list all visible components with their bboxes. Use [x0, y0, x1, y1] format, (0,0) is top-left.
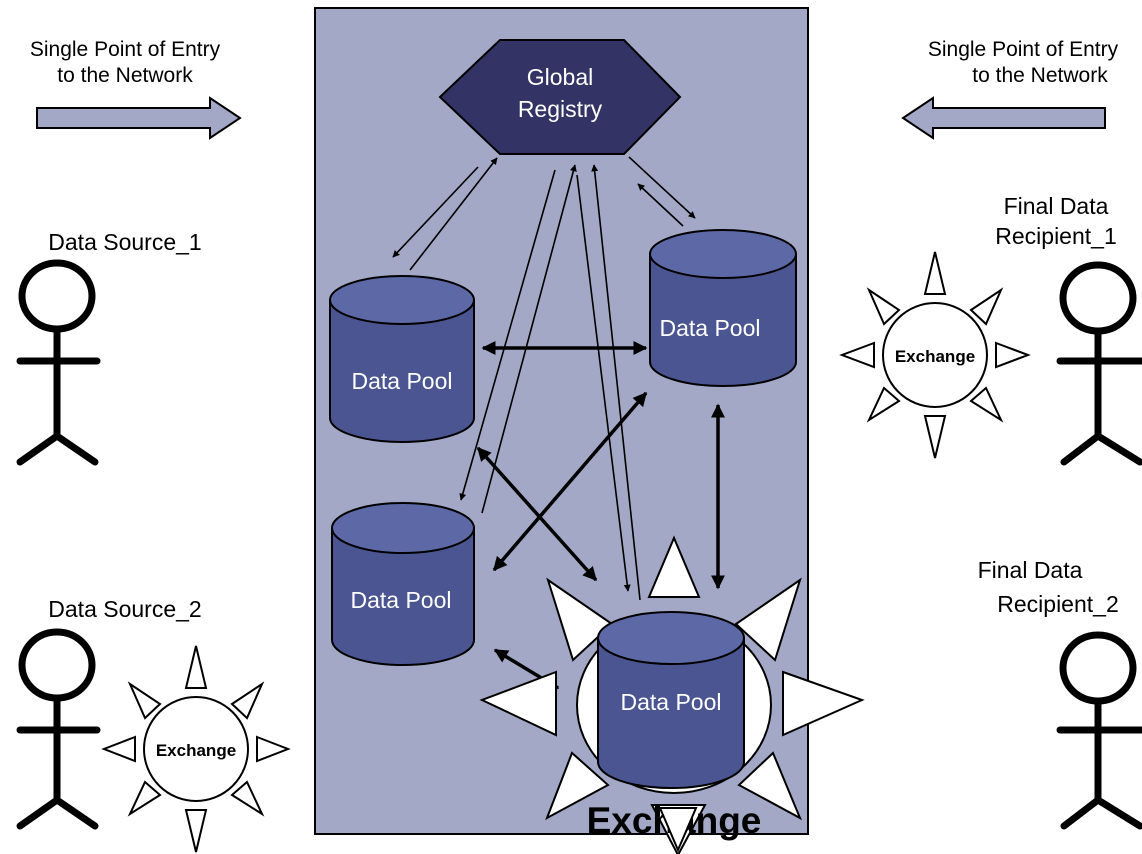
- sun-ray: [127, 681, 162, 720]
- data-source-1-label: Data Source_1: [48, 229, 201, 255]
- recipient-1-label-line2: Recipient_1: [995, 223, 1116, 249]
- exchange-sun-core: [882, 302, 988, 408]
- data-pool-2: Data Pool: [649, 229, 797, 387]
- sun-ray: [230, 780, 265, 817]
- data-source-2-figure: [16, 628, 101, 830]
- sun-ray: [969, 287, 1004, 326]
- data-pool-label: Data Pool: [351, 368, 452, 394]
- sun-ray: [546, 577, 614, 662]
- entry-arrow-right: [36, 96, 242, 140]
- data-pool-4: Data Pool: [597, 611, 745, 789]
- entry-arrow-left: [901, 96, 1106, 140]
- sun-ray: [866, 386, 901, 423]
- recipient-2-label-line2: Recipient_2: [997, 591, 1118, 617]
- recipient-1-label-line1: Final Data: [1004, 193, 1109, 219]
- data-pool-1: Data Pool: [329, 275, 475, 443]
- sun-ray: [969, 386, 1004, 423]
- data-pool-label: Data Pool: [620, 689, 721, 715]
- data-pool-3: Data Pool: [331, 502, 475, 666]
- left-entry-label-line1: Single Point of Entry: [30, 38, 221, 61]
- sun-ray: [230, 681, 265, 720]
- sun-ray: [995, 341, 1031, 369]
- data-pool-label: Data Pool: [350, 587, 451, 613]
- sun-ray: [545, 751, 610, 821]
- sun-ray: [184, 645, 208, 689]
- sun-ray: [734, 577, 802, 662]
- right-entry-label-line1: Single Point of Entry: [928, 38, 1119, 61]
- exchange-sun-left: [101, 645, 291, 853]
- recipient-2-figure: [1056, 631, 1142, 830]
- exchange-small-right-label: Exchange: [895, 347, 975, 366]
- exchange-sun-right: [839, 251, 1031, 459]
- exchange-sun-core: [143, 696, 249, 802]
- sun-ray: [923, 415, 947, 459]
- registry-label-line1: Global: [527, 64, 593, 90]
- data-source-1-figure: [16, 259, 101, 466]
- exchange-small-left-label: Exchange: [156, 741, 236, 760]
- recipient-2-label-line1: Final Data: [978, 557, 1083, 583]
- pool-links: [476, 341, 725, 690]
- sun-ray: [737, 751, 803, 821]
- sun-ray: [184, 809, 208, 853]
- sun-ray: [839, 341, 875, 369]
- data-source-2-label: Data Source_2: [48, 596, 201, 622]
- sun-ray: [782, 670, 865, 737]
- sun-ray: [923, 251, 947, 295]
- data-pool-label: Data Pool: [659, 315, 760, 341]
- sun-ray: [256, 735, 291, 763]
- sun-ray: [479, 670, 557, 737]
- sun-ray: [127, 780, 162, 817]
- global-registry-hexagon: [438, 39, 682, 155]
- sun-ray: [866, 287, 901, 326]
- sun-ray: [647, 535, 701, 598]
- recipient-1-figure: [1056, 261, 1142, 466]
- left-entry-label-line2: to the Network: [57, 64, 193, 87]
- right-entry-label-line2: to the Network: [972, 64, 1108, 87]
- registry-label-line2: Registry: [518, 96, 603, 122]
- sun-ray: [101, 735, 136, 763]
- sun-ray: [658, 807, 698, 853]
